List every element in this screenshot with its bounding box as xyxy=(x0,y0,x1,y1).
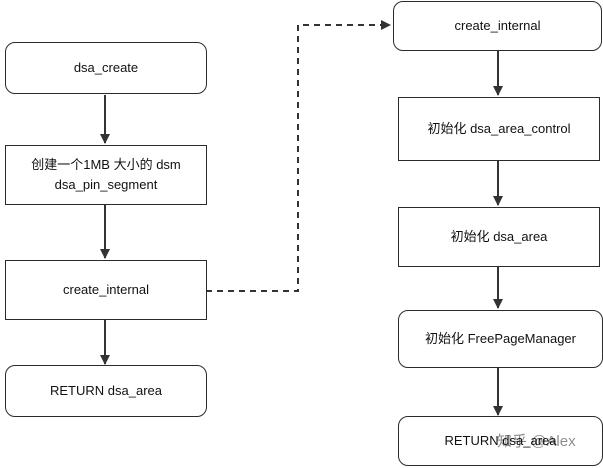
node-init-area-control-label: 初始化 dsa_area_control xyxy=(427,121,571,136)
node-init-area: 初始化 dsa_area xyxy=(398,207,600,267)
node-return-left: RETURN dsa_area xyxy=(5,365,207,417)
node-create-dsm-line1: 创建一个1MB 大小的 dsm xyxy=(31,157,181,172)
node-dsa-create: dsa_create xyxy=(5,42,207,94)
node-create-dsm-line2: dsa_pin_segment xyxy=(54,177,158,192)
node-init-freepagemanager: 初始化 FreePageManager xyxy=(398,310,603,368)
node-dsa-create-label: dsa_create xyxy=(73,60,139,75)
node-create-internal-left: create_internal xyxy=(5,260,207,320)
watermark: 知乎 @Alex xyxy=(497,433,576,450)
node-create-internal-right: create_internal xyxy=(393,1,602,51)
node-create-internal-left-label: create_internal xyxy=(63,282,149,297)
dashed-call-connector xyxy=(206,20,391,292)
node-init-freepagemanager-label: 初始化 FreePageManager xyxy=(424,331,576,346)
node-return-left-label: RETURN dsa_area xyxy=(50,383,162,398)
node-return-right-label: RETURN dsa_area xyxy=(444,433,557,448)
node-create-dsm-pin-segment: 创建一个1MB 大小的 dsm dsa_pin_segment xyxy=(5,145,207,205)
node-init-area-control: 初始化 dsa_area_control xyxy=(398,97,600,161)
node-create-internal-right-label: create_internal xyxy=(454,18,541,33)
node-init-area-label: 初始化 dsa_area xyxy=(450,229,548,244)
